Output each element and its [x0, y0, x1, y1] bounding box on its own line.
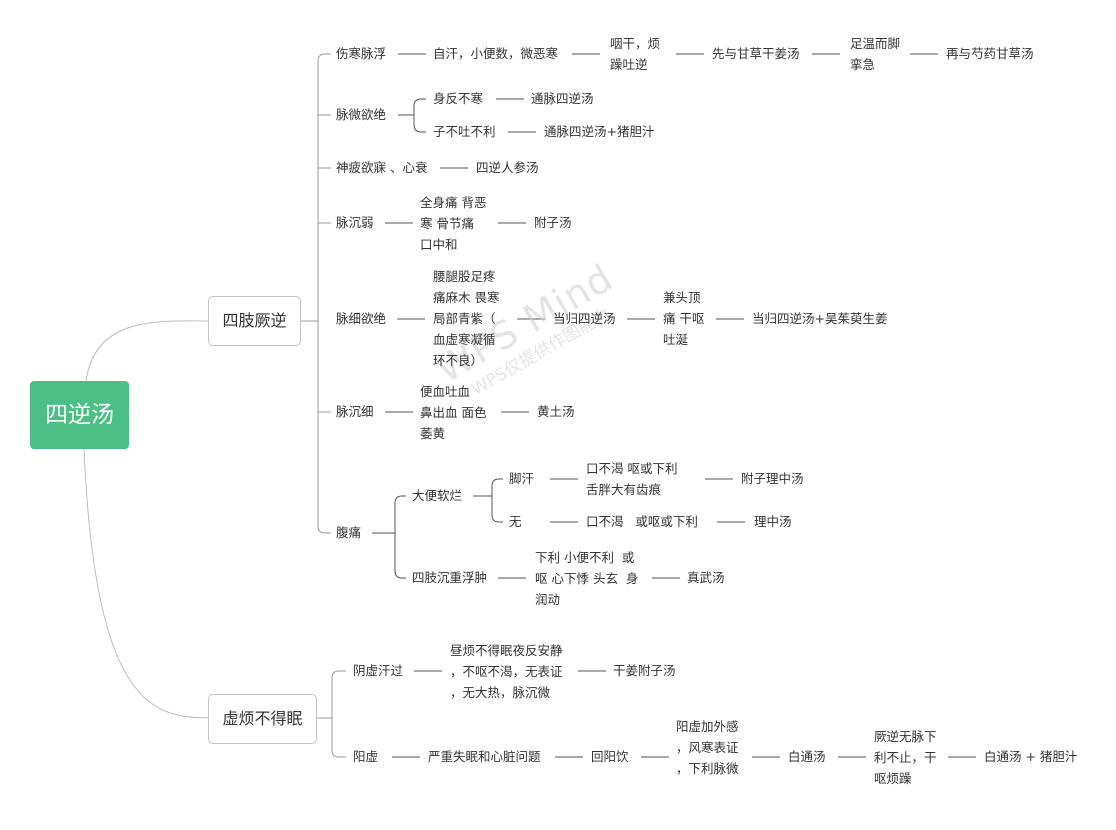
- node-sign[interactable]: 身反不寒: [433, 91, 484, 106]
- node-sign[interactable]: 自汗，小便数，微恶寒: [433, 46, 559, 61]
- node-symptom-yang-deficiency[interactable]: 阳虚: [353, 749, 379, 764]
- node-symptom-deep-thin-pulse[interactable]: 脉沉细: [336, 404, 374, 419]
- node-symptom-fatigue[interactable]: 神疲欲寐 、心衰: [336, 160, 428, 175]
- node-formula[interactable]: 四逆人参汤: [476, 160, 539, 175]
- node-sign[interactable]: 便血吐血 鼻出血 面色 萎黄: [420, 384, 487, 441]
- node-formula[interactable]: 干姜附子汤: [613, 663, 676, 678]
- node-formula[interactable]: 通脉四逆汤+猪胆汁: [544, 124, 655, 139]
- node-sign[interactable]: 严重失眠和心脏问题: [428, 749, 541, 764]
- node-sign[interactable]: 足温而脚 挛急: [850, 36, 901, 72]
- node-symptom-cold-floating-pulse[interactable]: 伤寒脉浮: [336, 46, 387, 61]
- node-sign[interactable]: 阳虚加外感 ，风寒表证 ，下利脉微: [676, 719, 739, 776]
- connector-root-limbs: [85, 320, 209, 382]
- node-loose-stool[interactable]: 大便软烂: [412, 488, 463, 503]
- root-node[interactable]: 四逆汤: [30, 381, 129, 449]
- node-symptom-deep-weak-pulse[interactable]: 脉沉弱: [336, 215, 374, 230]
- node-symptom-abdominal-pain[interactable]: 腹痛: [336, 525, 362, 540]
- branch-node-limbs[interactable]: 四肢厥逆: [208, 296, 301, 346]
- node-formula[interactable]: 回阳饮: [591, 749, 629, 764]
- node-sign[interactable]: 子不吐不利: [433, 124, 496, 139]
- node-sign[interactable]: 腰腿股足疼 痛麻木 畏寒 局部青紫（ 血虚寒凝循 环不良）: [433, 269, 500, 368]
- node-formula[interactable]: 先与甘草干姜汤: [712, 46, 800, 61]
- node-sign[interactable]: 全身痛 背恶 寒 骨节痛 口中和: [420, 195, 487, 252]
- node-sign[interactable]: 咽干，烦 躁吐逆: [610, 36, 661, 72]
- node-sweat[interactable]: 脚汗: [509, 471, 535, 486]
- node-sign[interactable]: 厥逆无脉下 利不止，干 呕烦躁: [874, 729, 937, 786]
- node-symptom-yin-deficiency[interactable]: 阴虚汗过: [353, 663, 404, 678]
- node-formula[interactable]: 当归四逆汤+吴茱萸生姜: [752, 311, 888, 326]
- node-formula[interactable]: 黄土汤: [537, 404, 575, 419]
- node-symptom-thin-pulse[interactable]: 脉细欲绝: [336, 311, 387, 326]
- branch-node-insomnia[interactable]: 虚烦不得眠: [208, 694, 317, 744]
- node-sign[interactable]: 昼烦不得眠夜反安静 ，不呕不渴，无表证 ，无大热，脉沉微: [450, 643, 563, 700]
- node-sign[interactable]: 口不渴 或呕或下利: [586, 514, 698, 529]
- node-none[interactable]: 无: [509, 514, 522, 529]
- node-formula[interactable]: 附子理中汤: [741, 471, 804, 486]
- node-edema[interactable]: 四肢沉重浮肿: [412, 570, 488, 585]
- node-symptom-faint-pulse[interactable]: 脉微欲绝: [336, 107, 387, 122]
- node-formula[interactable]: 白通汤: [788, 749, 826, 764]
- node-sign[interactable]: 下利 小便不利 或 呕 心下悸 头玄 身 润动: [535, 550, 639, 607]
- connector-root-insomnia: [83, 448, 209, 719]
- node-formula[interactable]: 理中汤: [754, 514, 792, 529]
- node-formula[interactable]: 再与芍药甘草汤: [946, 46, 1034, 61]
- node-formula[interactable]: 当归四逆汤: [553, 311, 616, 326]
- node-formula[interactable]: 真武汤: [687, 570, 725, 585]
- node-formula[interactable]: 白通汤 + 猪胆汁: [984, 749, 1078, 764]
- node-formula[interactable]: 通脉四逆汤: [531, 91, 594, 106]
- node-sign[interactable]: 口不渴 呕或下利 舌胖大有齿痕: [586, 461, 678, 497]
- node-sign[interactable]: 兼头顶 痛 干呕 吐涎: [663, 290, 705, 347]
- node-formula[interactable]: 附子汤: [534, 215, 572, 230]
